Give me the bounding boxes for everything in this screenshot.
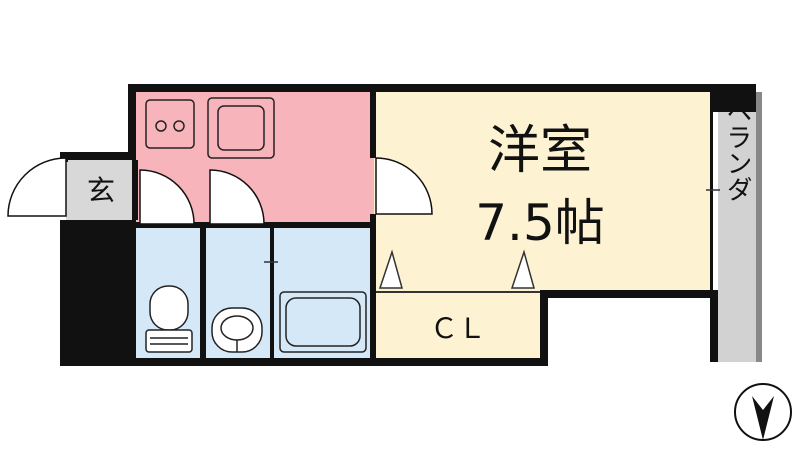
sink-icon — [207, 97, 275, 159]
stove-icon — [145, 99, 195, 149]
closet-label: ＣＬ — [430, 312, 486, 345]
toilet-icon — [145, 285, 193, 353]
entrance-label: 玄 — [87, 174, 115, 207]
bathtub-icon — [279, 291, 367, 353]
compass-icon — [734, 383, 792, 441]
closet-doors — [378, 249, 535, 289]
western-room-name: 洋室 — [488, 121, 592, 181]
doors — [7, 157, 433, 225]
balcony-label: ベランダ — [722, 98, 752, 202]
walls — [60, 84, 756, 366]
balcony-area — [718, 92, 756, 362]
closet-area — [374, 290, 540, 358]
bathroom-area — [274, 222, 374, 358]
western-room-area — [374, 92, 710, 290]
balcony-rail — [756, 92, 762, 362]
entrance-area — [66, 160, 136, 220]
western-room-size: 7.5帖 — [475, 194, 605, 252]
washbasin-icon — [211, 307, 263, 353]
